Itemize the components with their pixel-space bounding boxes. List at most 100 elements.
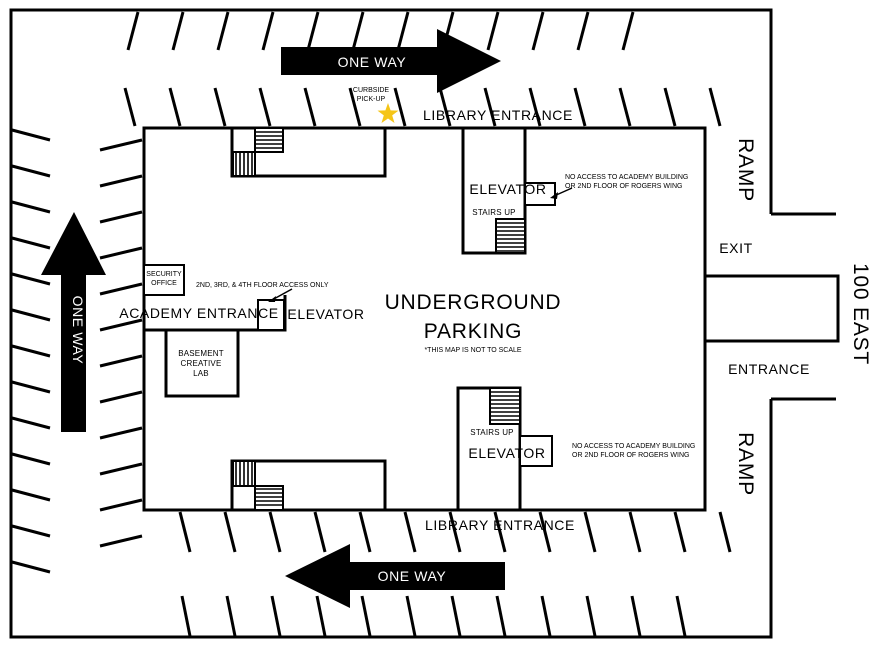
parking-stall-line xyxy=(258,87,272,127)
parking-stall-line xyxy=(11,164,51,178)
parking-stall-line xyxy=(268,511,282,553)
parking-stall-line xyxy=(348,87,362,127)
parking-stall-line xyxy=(99,138,143,152)
creative-lab-line1: BASEMENT xyxy=(178,349,224,358)
library-entrance-top-label: LIBRARY ENTRANCE xyxy=(423,107,573,123)
parking-stall-line xyxy=(123,87,137,127)
parking-stall-line xyxy=(11,200,51,214)
parking-stalls xyxy=(11,11,732,637)
elevator-top-label: ELEVATOR xyxy=(469,181,546,197)
parking-stall-line xyxy=(11,272,51,286)
parking-stall-line xyxy=(448,511,462,553)
map-title-line1: UNDERGROUND xyxy=(385,291,562,314)
parking-stall-line xyxy=(360,595,372,637)
parking-stall-line xyxy=(178,511,192,553)
core-bottom-right xyxy=(456,386,553,510)
one-way-arrow-top: ONE WAY xyxy=(281,29,501,93)
stair-core-top-left xyxy=(230,127,387,178)
no-access-top-line2: OR 2ND FLOOR OF ROGERS WING xyxy=(565,183,682,190)
parking-stall-line xyxy=(673,511,687,553)
parking-stall-line xyxy=(396,11,410,51)
elevator-academy-label: ELEVATOR xyxy=(287,306,364,322)
parking-stall-line xyxy=(99,426,143,440)
parking-stall-line xyxy=(11,524,51,538)
scale-note: *THIS MAP IS NOT TO SCALE xyxy=(424,347,521,354)
stair-core-bottom-left xyxy=(230,459,387,511)
library-entrance-bottom-label: LIBRARY ENTRANCE xyxy=(425,517,575,533)
parking-stall-line xyxy=(675,595,687,637)
creative-lab-line2: CREATIVE xyxy=(180,359,221,368)
parking-stall-line xyxy=(313,511,327,553)
parking-stall-line xyxy=(223,511,237,553)
exit-label: EXIT xyxy=(719,240,753,256)
parking-stall-line xyxy=(495,595,507,637)
parking-stall-line xyxy=(351,11,365,51)
academy-area xyxy=(142,264,287,398)
parking-stall-line xyxy=(99,498,143,512)
parking-stall-line xyxy=(11,380,51,394)
parking-stall-line xyxy=(213,87,227,127)
parking-stall-line xyxy=(99,246,143,260)
parking-stall-line xyxy=(486,11,500,51)
parking-stall-line xyxy=(718,511,732,553)
star-icon xyxy=(377,103,399,123)
parking-stall-line xyxy=(303,87,317,127)
parking-stall-line xyxy=(11,488,51,502)
parking-stall-line xyxy=(315,595,327,637)
parking-stall-line xyxy=(11,560,51,574)
parking-stall-line xyxy=(11,308,51,322)
parking-stall-line xyxy=(403,511,417,553)
parking-stall-line xyxy=(11,452,51,466)
parking-stall-line xyxy=(99,174,143,188)
parking-stall-line xyxy=(171,11,185,51)
parking-stall-line xyxy=(168,87,182,127)
one-way-label-bottom: ONE WAY xyxy=(378,568,447,584)
parking-stall-line xyxy=(538,511,552,553)
parking-stall-line xyxy=(438,87,452,127)
parking-stall-line xyxy=(216,11,230,51)
parking-stall-line xyxy=(11,416,51,430)
parking-stall-line xyxy=(11,236,51,250)
academy-entrance-label: ACADEMY ENTRANCE xyxy=(119,305,278,321)
parking-stall-line xyxy=(180,595,192,637)
parking-stall-line xyxy=(306,11,320,51)
parking-stall-line xyxy=(450,595,462,637)
parking-stall-line xyxy=(99,318,143,332)
parking-stall-line xyxy=(261,11,275,51)
security-office-line2: OFFICE xyxy=(151,280,177,287)
parking-stall-line xyxy=(528,87,542,127)
parking-stall-line xyxy=(531,11,545,51)
parking-stall-line xyxy=(126,11,140,51)
map-title-line2: PARKING xyxy=(424,320,523,343)
building-outline xyxy=(142,126,707,512)
parking-stall-line xyxy=(270,595,282,637)
parking-stall-line xyxy=(225,595,237,637)
parking-stall-line xyxy=(708,87,722,127)
street-label: 100 EAST xyxy=(849,263,872,365)
one-way-label-left: ONE WAY xyxy=(70,296,86,365)
one-way-label-top: ONE WAY xyxy=(338,54,407,70)
parking-stall-line xyxy=(11,128,51,142)
no-access-bottom-line1: NO ACCESS TO ACADEMY BUILDING xyxy=(572,443,695,450)
parking-stall-line xyxy=(99,210,143,224)
elevator-bottom-label: ELEVATOR xyxy=(468,445,545,461)
one-way-arrow-left: ONE WAY xyxy=(41,212,106,432)
ramp-label-top: RAMP xyxy=(734,138,757,202)
parking-stall-line xyxy=(663,87,677,127)
security-office-line1: SECURITY xyxy=(146,271,182,278)
floor-access-arrowhead xyxy=(268,296,276,302)
stairs-up-bottom-label: STAIRS UP xyxy=(470,428,513,437)
parking-stall-line xyxy=(583,511,597,553)
parking-stall-line xyxy=(618,87,632,127)
outer-boundary xyxy=(9,8,773,639)
parking-stall-line xyxy=(630,595,642,637)
no-access-top-arrowhead xyxy=(550,192,558,199)
floor-access-label: 2ND, 3RD, & 4TH FLOOR ACCESS ONLY xyxy=(196,282,329,289)
parking-stall-line xyxy=(99,282,143,296)
parking-stall-line xyxy=(493,511,507,553)
parking-stall-line xyxy=(573,87,587,127)
parking-stall-line xyxy=(405,595,417,637)
parking-stall-line xyxy=(393,87,407,127)
exit-lane xyxy=(705,274,840,343)
